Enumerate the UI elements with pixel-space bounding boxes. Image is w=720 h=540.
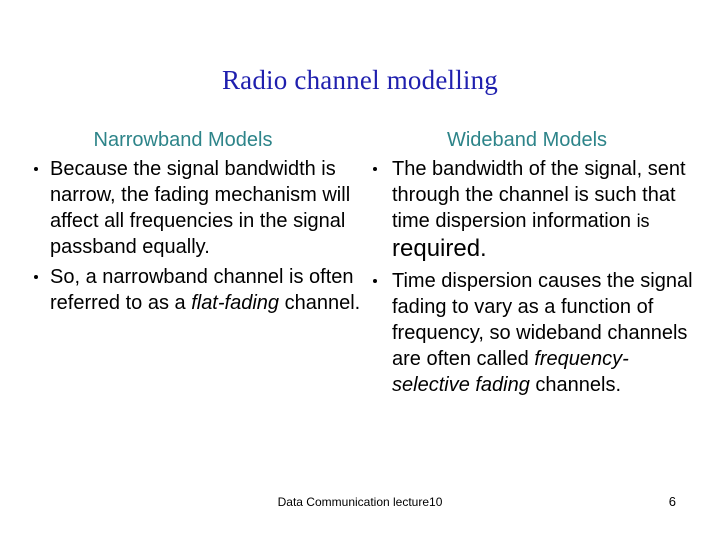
page-title: Radio channel modelling: [221, 65, 499, 95]
column-wideband: Wideband Models The bandwidth of the sig…: [364, 128, 704, 468]
bullet-dot-icon: [373, 279, 377, 283]
bullet-text-large: required.: [392, 235, 487, 262]
slide-footer: Data Communication lecture10 6: [0, 494, 720, 514]
bullet-list-wideband: The bandwidth of the signal, sent throug…: [364, 156, 704, 398]
slide-number: 6: [668, 494, 676, 509]
list-item: The bandwidth of the signal, sent throug…: [364, 156, 704, 264]
bullet-text-tail: channel.: [279, 292, 361, 314]
list-item: Time dispersion causes the signal fading…: [364, 268, 704, 398]
column-narrowband: Narrowband Models Because the signal ban…: [24, 128, 364, 468]
bullet-text-tail: channels.: [529, 374, 622, 396]
bullet-text-small: is: [636, 211, 650, 231]
bullet-text: Because the signal bandwidth is narrow, …: [50, 158, 351, 258]
two-column-body: Narrowband Models Because the signal ban…: [0, 128, 720, 468]
column-heading-narrowband: Narrowband Models: [93, 129, 273, 151]
bullet-text: The bandwidth of the signal, sent throug…: [392, 158, 686, 232]
bullet-dot-icon: [34, 275, 38, 279]
bullet-dot-icon: [34, 167, 38, 171]
bullet-emphasis-term: flat-fading: [191, 292, 280, 314]
bullet-list-narrowband: Because the signal bandwidth is narrow, …: [24, 156, 364, 316]
column-heading-wideband: Wideband Models: [446, 129, 608, 151]
footer-text: Data Communication lecture10: [277, 495, 443, 509]
list-item: So, a narrowband channel is often referr…: [24, 264, 364, 316]
bullet-dot-icon: [373, 167, 377, 171]
list-item: Because the signal bandwidth is narrow, …: [24, 156, 364, 260]
bullet-emphasis-term: frequency-selective fading: [392, 348, 629, 396]
bullet-text: So, a narrowband channel is often referr…: [50, 266, 354, 314]
bullet-text: Time dispersion causes the signal fading…: [392, 270, 693, 370]
